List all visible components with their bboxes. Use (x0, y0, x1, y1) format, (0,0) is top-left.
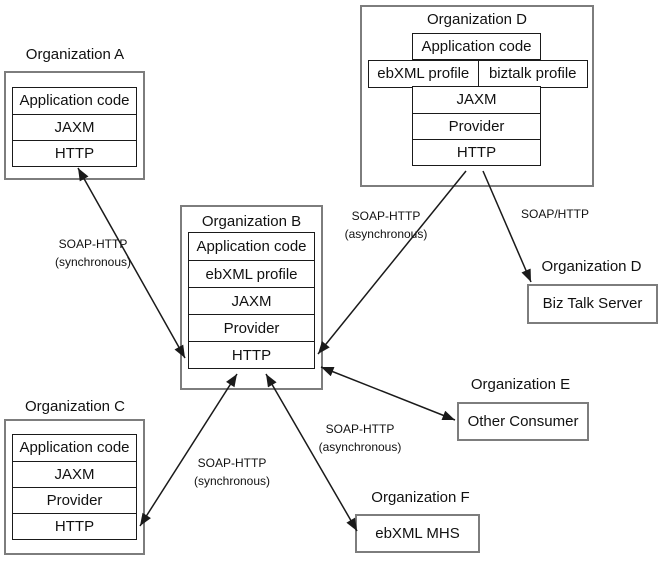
org-f-title: Organization F (371, 489, 470, 506)
org-c-layer-http: HTTP (13, 513, 136, 539)
org-d-lower-stack: JAXM Provider HTTP (412, 86, 541, 166)
label-line1: SOAP-HTTP (325, 422, 395, 436)
org-b-layer-http: HTTP (189, 341, 314, 368)
org-d-biztalk-profile-cell: biztalk profile (477, 60, 588, 87)
arrow-b-c (139, 373, 238, 527)
org-c-layer-application-code: Application code (19, 439, 130, 456)
org-c-title: Organization C (24, 398, 126, 415)
org-b-layer-application-code: Application code (196, 238, 307, 255)
org-b-layer-jaxm: JAXM (189, 287, 314, 314)
org-a-layer-http: HTTP (13, 140, 136, 166)
label-line2: (synchronous) (193, 474, 271, 488)
org-d-layer-http: HTTP (413, 139, 540, 165)
org-a-stack: Application code JAXM HTTP (12, 87, 137, 167)
label-soap-http-async-b-f: SOAP-HTTP (asynchronous) (299, 420, 421, 456)
label-soap-http-async-d-b: SOAP-HTTP (asynchronous) (325, 207, 447, 243)
org-b-layer-provider: Provider (189, 314, 314, 341)
label-soap-http-sync-a-b: SOAP-HTTP (synchronous) (33, 235, 153, 271)
org-d-layer-provider: Provider (413, 113, 540, 139)
org-b-layer-ebxml-profile: ebXML profile (189, 260, 314, 287)
label-line1: SOAP-HTTP (197, 456, 267, 470)
org-d-app-code-box: Application code (412, 33, 541, 60)
label-line2: (synchronous) (54, 255, 132, 269)
org-d-top-title: Organization D (426, 11, 528, 28)
biz-talk-server-box: Biz Talk Server (527, 284, 658, 324)
org-e-title: Organization E (470, 376, 571, 393)
org-d-layer-application-code: Application code (421, 38, 532, 55)
label-line1: SOAP-HTTP (58, 237, 128, 251)
ebxml-mhs-box: ebXML MHS (355, 514, 480, 553)
org-d-layer-jaxm: JAXM (456, 91, 497, 108)
org-a-layer-jaxm: JAXM (13, 114, 136, 140)
other-consumer-box: Other Consumer (457, 402, 589, 441)
org-a-title: Organization A (25, 46, 125, 63)
org-d-profile-row: ebXML profile biztalk profile (368, 59, 588, 88)
org-a-layer-application-code: Application code (19, 92, 130, 109)
org-c-layer-provider: Provider (13, 487, 136, 513)
arrow-b-e (320, 366, 456, 421)
label-soap-http-sync-b-c: SOAP-HTTP (synchronous) (172, 454, 292, 490)
org-c-stack: Application code JAXM Provider HTTP (12, 434, 137, 540)
label-line2: (asynchronous) (344, 227, 428, 241)
org-d-ebxml-profile-cell: ebXML profile (377, 64, 470, 82)
org-b-title: Organization B (201, 213, 302, 230)
arrow-d-b (317, 170, 467, 355)
org-b-stack: Application code ebXML profile JAXM Prov… (188, 232, 315, 369)
label-line1: SOAP/HTTP (520, 207, 589, 221)
label-soap-http-d-biztalk: SOAP/HTTP (505, 205, 605, 223)
label-line2: (asynchronous) (318, 440, 402, 454)
label-line1: SOAP-HTTP (351, 209, 421, 223)
org-c-layer-jaxm: JAXM (13, 461, 136, 487)
org-d-bottom-title: Organization D (541, 258, 642, 275)
